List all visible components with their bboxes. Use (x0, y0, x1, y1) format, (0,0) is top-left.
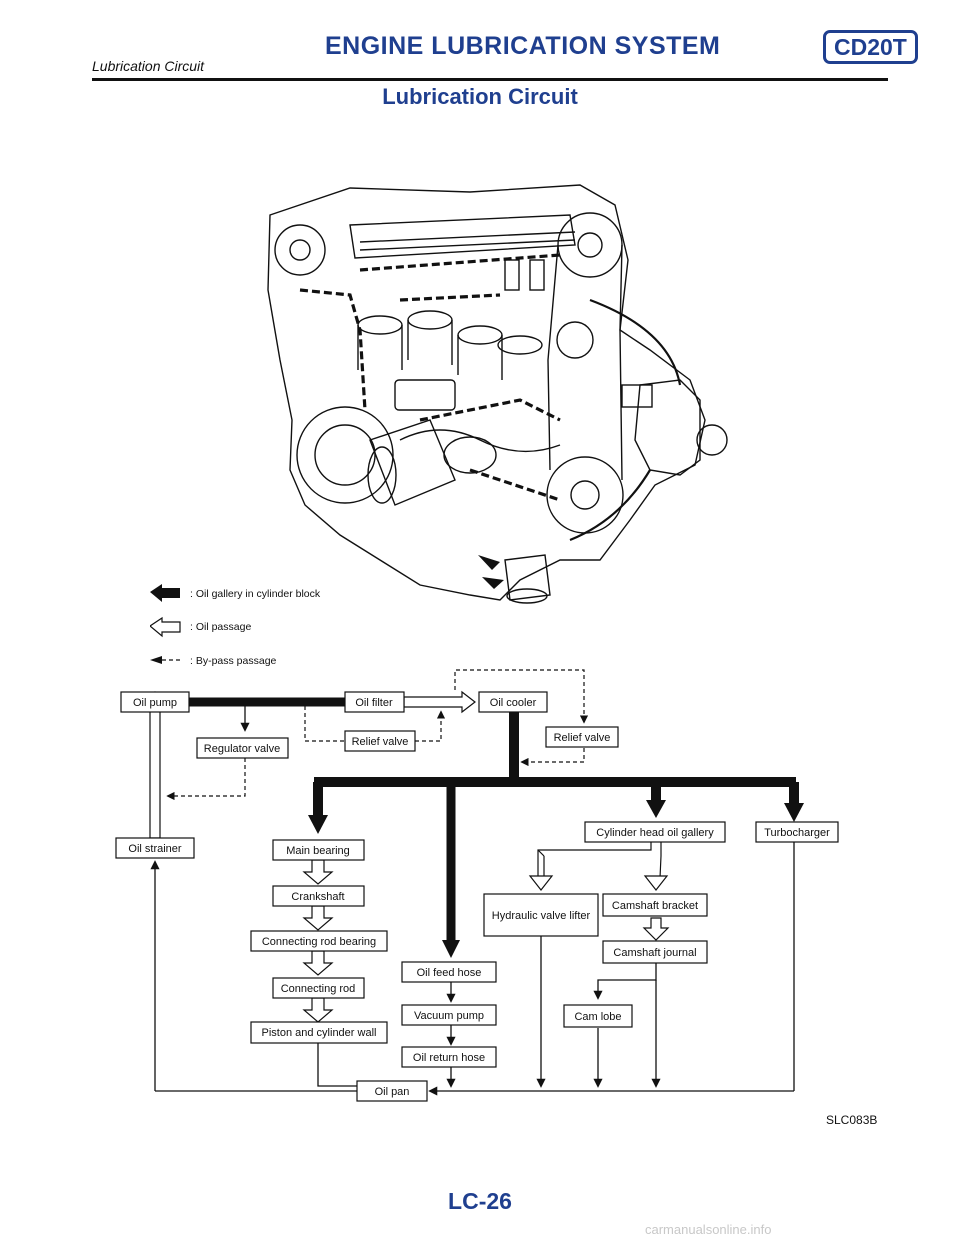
svg-text:Oil strainer: Oil strainer (128, 843, 182, 855)
svg-text:Relief valve: Relief valve (554, 732, 611, 744)
svg-text:Relief valve: Relief valve (352, 736, 409, 748)
box-oil-return-hose: Oil return hose (401, 1046, 497, 1068)
box-connecting-rod: Connecting rod (272, 977, 365, 999)
svg-text:Oil return hose: Oil return hose (413, 1052, 485, 1064)
svg-text:Turbocharger: Turbocharger (764, 827, 830, 839)
box-relief-valve-filter: Relief valve (344, 730, 416, 752)
box-cam-lobe: Cam lobe (563, 1004, 633, 1028)
box-regulator-valve: Regulator valve (196, 737, 289, 759)
header-rule (92, 78, 888, 81)
legend-oil-gallery-icon (150, 584, 180, 602)
legend-oil-gallery-label: : Oil gallery in cylinder block (190, 588, 321, 600)
box-connecting-rod-bearing: Connecting rod bearing (250, 930, 388, 952)
box-main-bearing: Main bearing (272, 839, 365, 861)
svg-text:Camshaft bracket: Camshaft bracket (612, 900, 698, 912)
svg-text:Oil cooler: Oil cooler (490, 697, 537, 709)
box-piston-cylinder-wall: Piston and cylinder wall (250, 1021, 388, 1044)
box-oil-pan: Oil pan (356, 1080, 428, 1102)
legend-oil-passage-label: : Oil passage (190, 621, 251, 633)
svg-text:Oil feed hose: Oil feed hose (417, 967, 482, 979)
page-title: Lubrication Circuit (382, 84, 578, 109)
svg-text:Regulator valve: Regulator valve (204, 743, 280, 755)
section-title: ENGINE LUBRICATION SYSTEM (325, 32, 721, 60)
svg-text:Camshaft journal: Camshaft journal (613, 947, 696, 959)
legend-bypass-label: : By-pass passage (190, 655, 277, 667)
box-turbocharger: Turbocharger (755, 821, 839, 843)
box-oil-filter: Oil filter (344, 691, 405, 713)
box-camshaft-bracket: Camshaft bracket (602, 893, 708, 917)
svg-text:Cylinder head oil gallery: Cylinder head oil gallery (596, 827, 714, 839)
legend: : Oil gallery in cylinder block : Oil pa… (150, 584, 321, 667)
svg-text:Connecting rod bearing: Connecting rod bearing (262, 936, 376, 948)
legend-oil-passage-icon (150, 616, 181, 638)
engine-code-badge: CD20T (823, 30, 918, 64)
box-crankshaft: Crankshaft (272, 885, 365, 907)
box-vacuum-pump: Vacuum pump (401, 1004, 497, 1026)
svg-text:Connecting rod: Connecting rod (281, 983, 356, 995)
box-oil-cooler: Oil cooler (478, 691, 548, 713)
box-oil-pump: Oil pump (120, 691, 190, 713)
box-oil-strainer: Oil strainer (115, 837, 195, 859)
svg-text:Main bearing: Main bearing (286, 845, 350, 857)
svg-text:Vacuum pump: Vacuum pump (414, 1010, 484, 1022)
svg-text:Oil filter: Oil filter (355, 697, 393, 709)
watermark: carmanualsonline.info (645, 1222, 772, 1237)
svg-text:Oil pump: Oil pump (133, 697, 177, 709)
box-camshaft-journal: Camshaft journal (602, 940, 708, 964)
box-oil-feed-hose: Oil feed hose (401, 961, 497, 983)
box-relief-valve-cooler: Relief valve (545, 726, 619, 748)
figure-id: SLC083B (826, 1113, 878, 1127)
svg-text:Piston and cylinder wall: Piston and cylinder wall (262, 1027, 377, 1039)
svg-text:Hydraulic valve lifter: Hydraulic valve lifter (492, 910, 591, 922)
box-hydraulic-valve-lifter: Hydraulic valve lifter (483, 893, 599, 937)
legend-bypass-icon (150, 656, 182, 664)
svg-text:Cam lobe: Cam lobe (574, 1011, 621, 1023)
section-subtitle: Lubrication Circuit (92, 58, 205, 74)
page-number: LC-26 (448, 1188, 512, 1214)
svg-text:Oil pan: Oil pan (375, 1086, 410, 1098)
box-cylinder-head-oil-gallery: Cylinder head oil gallery (584, 821, 726, 843)
svg-text:Crankshaft: Crankshaft (291, 891, 344, 903)
